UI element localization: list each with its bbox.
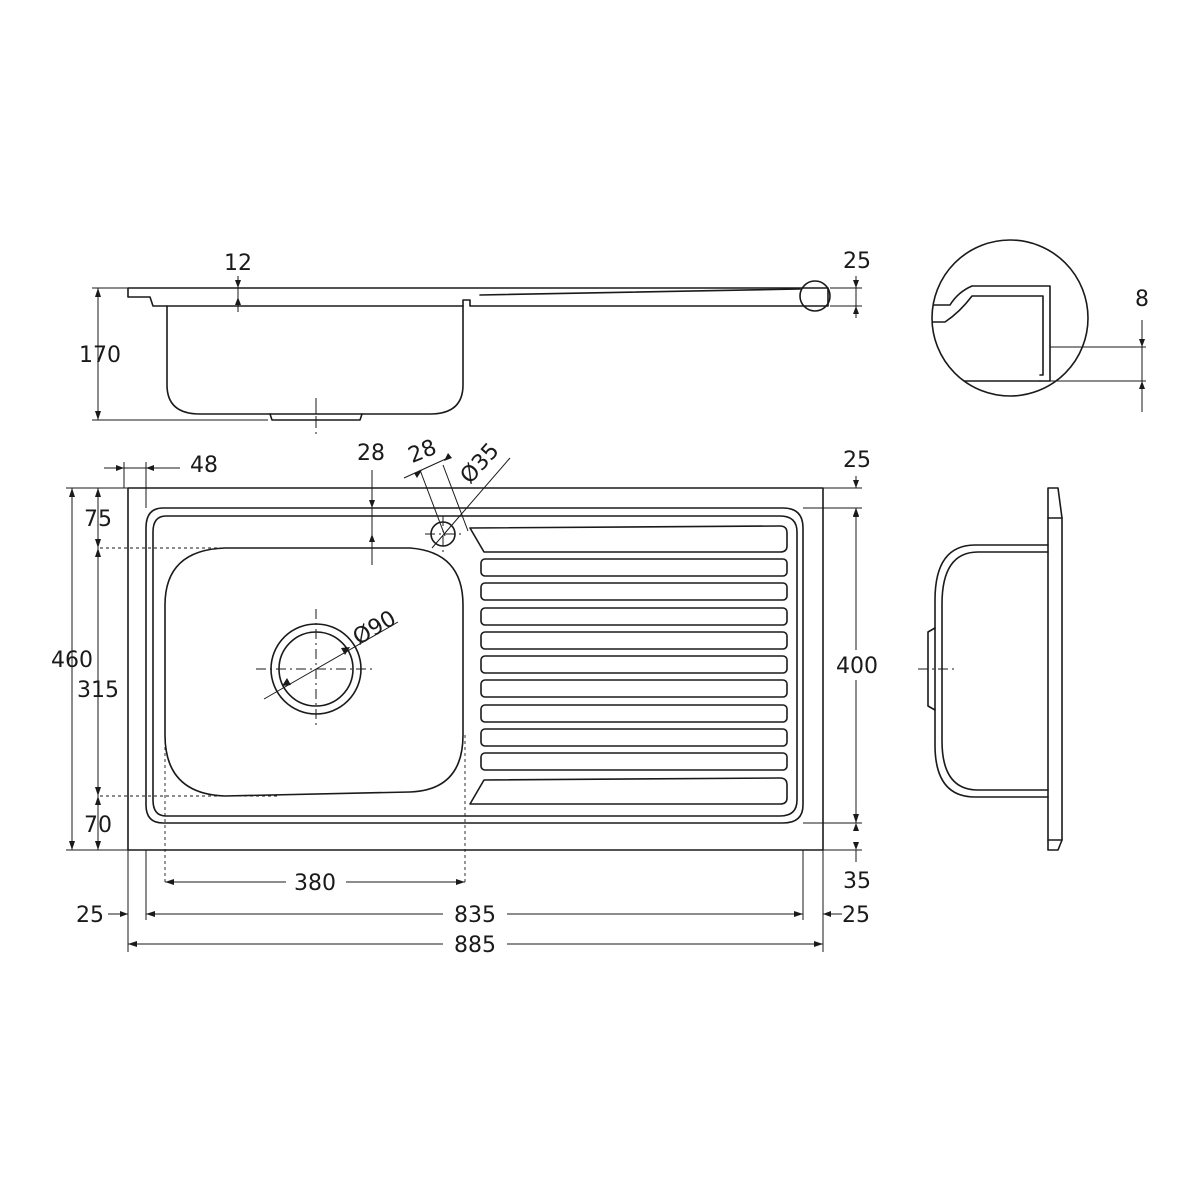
- drainer-rib: [480, 631, 788, 650]
- drainer-rib: [480, 607, 788, 626]
- dim-bottom-edge: 35: [843, 823, 871, 894]
- dim-right-edge: 25: [823, 903, 870, 928]
- dim-tap-offset: 28: [357, 441, 430, 565]
- side-elevation-view: 12 170 25: [79, 249, 871, 434]
- dim-label: 380: [294, 871, 336, 896]
- bowl-outline: [164, 547, 464, 797]
- drainer-rib: [469, 777, 788, 805]
- dim-left-edge: 25: [76, 903, 128, 928]
- drainer-rib: [480, 582, 788, 601]
- dim-label: 48: [190, 453, 218, 478]
- end-elevation-view: [918, 487, 1063, 851]
- dim-top-margin: 75: [84, 488, 112, 548]
- drainer-rib: [480, 679, 788, 698]
- dim-inner-width: 835: [146, 900, 803, 928]
- waste-outlet: Ø90: [256, 606, 401, 729]
- dim-left-offset: 48: [104, 453, 218, 508]
- dim-label: Ø90: [349, 606, 401, 650]
- tap-hole: 28 Ø35: [403, 435, 511, 552]
- dim-detail-flange: 8: [1050, 287, 1149, 412]
- dim-top-edge: 25: [843, 448, 871, 516]
- dim-inner-depth: 400: [834, 508, 882, 823]
- dim-label: 75: [84, 507, 112, 532]
- dim-drainer-lip: 25: [830, 249, 871, 318]
- dim-label: 400: [836, 654, 878, 679]
- drainer-rib: [480, 704, 788, 723]
- plan-view: Ø90 28 Ø35: [51, 402, 882, 958]
- dim-label: 35: [843, 869, 871, 894]
- drainer-rib: [480, 728, 788, 747]
- dim-rim-thickness: 12: [224, 251, 252, 312]
- dim-label: 25: [843, 249, 871, 274]
- dim-bowl-depth: 315: [77, 548, 119, 796]
- dim-label: 885: [454, 933, 496, 958]
- dim-bowl-width: 380: [165, 868, 465, 896]
- drainer-rib: [469, 525, 788, 553]
- dim-bottom-margin: 70: [84, 796, 112, 850]
- dim-label: 28: [357, 441, 385, 466]
- detail-view: 8: [931, 239, 1149, 412]
- drainer-rib: [480, 558, 788, 577]
- dim-label: 25: [76, 903, 104, 928]
- dim-label: 835: [454, 903, 496, 928]
- dim-label: 12: [224, 251, 252, 276]
- dim-total-depth: 460: [51, 487, 128, 851]
- dim-label: 460: [51, 648, 93, 673]
- dim-label: Ø35: [456, 438, 505, 488]
- dim-side-height: 170: [79, 287, 268, 421]
- detail-callout-circle: [799, 280, 831, 312]
- drainer-rib: [480, 655, 788, 674]
- dim-label: 25: [842, 903, 870, 928]
- dim-total-width: 885: [128, 930, 823, 958]
- dim-label: 170: [79, 343, 121, 368]
- drainer-ribs: [469, 525, 788, 805]
- sink-outline: [127, 487, 824, 851]
- dim-label: 25: [843, 448, 871, 473]
- dim-label: 8: [1135, 287, 1149, 312]
- drainer-rib: [480, 752, 788, 771]
- dim-label: 315: [77, 678, 119, 703]
- dim-label: 70: [84, 813, 112, 838]
